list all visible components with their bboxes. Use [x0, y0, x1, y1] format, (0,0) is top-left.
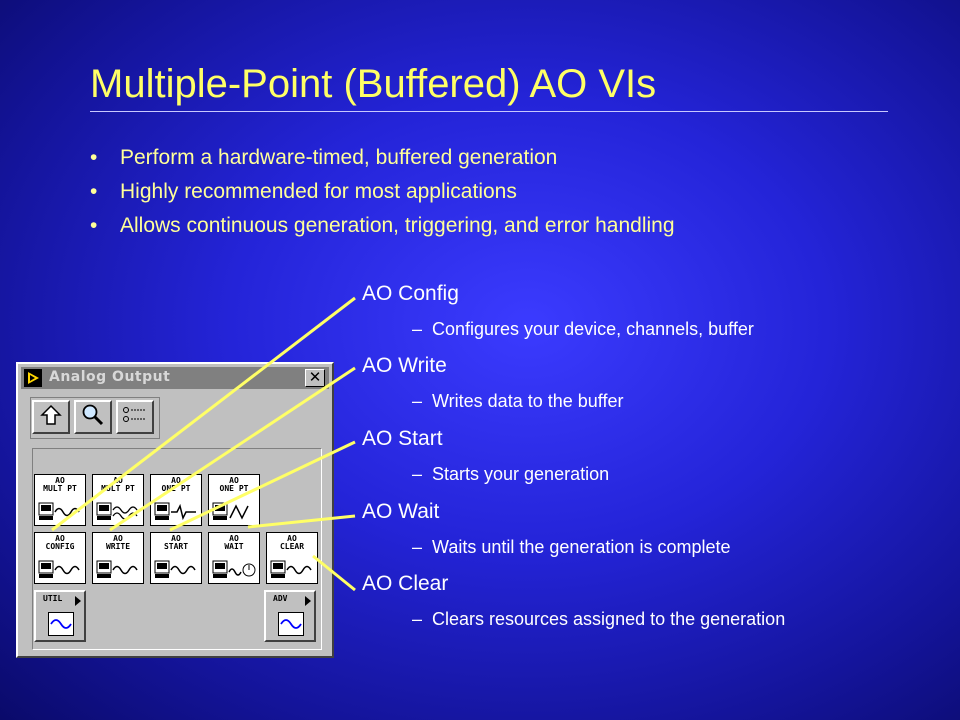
- vi-desc-text: Starts your generation: [432, 464, 610, 484]
- search-icon: [81, 403, 105, 432]
- up-button[interactable]: [32, 400, 70, 434]
- palette-title: Analog Output: [49, 369, 171, 385]
- bullet-marker: •: [90, 214, 98, 237]
- vi-item-ao-write: AO Write –Writes data to the buffer: [362, 354, 623, 413]
- vi-name: AO Clear: [362, 572, 449, 595]
- vi-item-ao-clear: AO Clear –Clears resources assigned to t…: [362, 572, 822, 631]
- expand-arrow-icon: [75, 596, 81, 606]
- subpalette-label: ADV: [273, 594, 288, 603]
- dash-marker: –: [412, 319, 423, 339]
- title-divider: [90, 111, 888, 112]
- up-arrow-icon: [40, 404, 62, 431]
- subpalette-label: UTIL: [43, 594, 63, 603]
- bullet-marker: •: [90, 146, 98, 169]
- vi-name: AO Config: [362, 282, 459, 305]
- palette-title-bar[interactable]: Analog Output ✕: [21, 367, 329, 389]
- waveform-icon: [278, 612, 304, 636]
- dash-marker: –: [412, 464, 423, 484]
- vi-desc-text: Waits until the generation is complete: [432, 537, 731, 557]
- bullet-text: Perform a hardware-timed, buffered gener…: [120, 146, 558, 169]
- close-button[interactable]: ✕: [305, 369, 325, 387]
- util-subpalette-button[interactable]: UTIL: [34, 590, 86, 642]
- bullet-list: • Perform a hardware-timed, buffered gene…: [90, 145, 675, 247]
- vi-desc-text: Configures your device, channels, buffer: [432, 319, 754, 339]
- bullet-item: • Perform a hardware-timed, buffered gene…: [90, 145, 675, 179]
- options-button[interactable]: [116, 400, 154, 434]
- dash-marker: –: [412, 537, 423, 557]
- vi-desc-text: Clears resources assigned to the generat…: [432, 609, 786, 629]
- vi-name: AO Write: [362, 354, 447, 377]
- bullet-item: • Highly recommended for most application…: [90, 179, 675, 213]
- vi-item-ao-start: AO Start –Starts your generation: [362, 427, 609, 486]
- bullet-text: Allows continuous generation, triggering…: [120, 214, 675, 237]
- slide-title: Multiple-Point (Buffered) AO VIs: [90, 62, 657, 106]
- vi-name: AO Start: [362, 427, 443, 450]
- adv-subpalette-button[interactable]: ADV: [264, 590, 316, 642]
- bullet-marker: •: [90, 180, 98, 203]
- vi-name: AO Wait: [362, 500, 440, 523]
- vi-item-ao-config: AO Config –Configures your device, chann…: [362, 282, 754, 341]
- bullet-item: • Allows continuous generation, triggerin…: [90, 213, 675, 247]
- bullet-text: Highly recommended for most applications: [120, 180, 517, 203]
- options-icon: [122, 404, 148, 431]
- vi-desc: –Waits until the generation is complete: [412, 535, 731, 559]
- dash-marker: –: [412, 391, 423, 411]
- waveform-icon: [48, 612, 74, 636]
- labview-logo-icon: [24, 369, 42, 387]
- vi-desc: –Starts your generation: [412, 462, 609, 486]
- vi-desc: –Configures your device, channels, buffe…: [412, 317, 754, 341]
- dash-marker: –: [412, 609, 423, 629]
- vi-desc-text: Writes data to the buffer: [432, 391, 624, 411]
- expand-arrow-icon: [305, 596, 311, 606]
- vi-item-ao-wait: AO Wait –Waits until the generation is c…: [362, 500, 731, 559]
- vi-desc: –Writes data to the buffer: [412, 389, 623, 413]
- vi-desc: –Clears resources assigned to the genera…: [412, 607, 822, 631]
- search-button[interactable]: [74, 400, 112, 434]
